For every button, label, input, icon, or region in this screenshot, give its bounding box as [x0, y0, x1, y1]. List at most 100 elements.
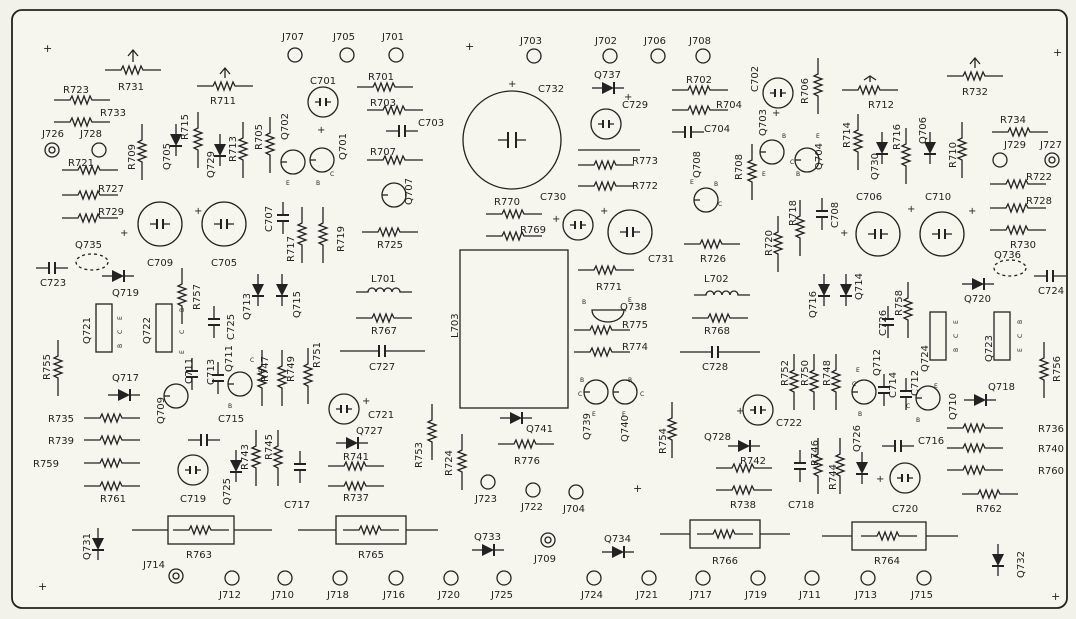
- ref-label-j714: J714: [142, 560, 165, 571]
- ref-label-q705: Q705: [162, 143, 173, 170]
- ref-label-c704: C704: [704, 124, 730, 135]
- ref-label-c727: C727: [369, 362, 395, 373]
- ref-label-b: B: [316, 180, 320, 187]
- ref-label-j706: J706: [643, 36, 666, 47]
- ref-label-r739: R739: [48, 436, 74, 447]
- ref-label-plus: +: [552, 214, 560, 225]
- bottom-jacks: J714 J712 J710 J718 J716 J720 J725 J724 …: [142, 560, 933, 601]
- ref-label-j703: J703: [519, 36, 542, 47]
- ref-label-q740: Q740: [620, 415, 631, 442]
- ref-label-e: E: [762, 171, 766, 178]
- ref-label-r707: R707: [370, 147, 396, 158]
- ref-label-q712: Q712: [872, 349, 883, 376]
- ref-label-b: B: [782, 133, 786, 140]
- ref-label-r741: R741: [343, 452, 369, 463]
- ref-label-r717: R717: [286, 236, 297, 262]
- ref-label-e: E: [856, 367, 860, 374]
- ref-label-e: E: [258, 367, 262, 374]
- ref-label-q716: Q716: [808, 291, 819, 318]
- ref-label-q731: Q731: [82, 533, 93, 560]
- ref-label-r759: R759: [33, 459, 59, 470]
- ref-label-plus: +: [38, 580, 47, 593]
- ref-label-plus: +: [120, 228, 128, 239]
- ref-label-r738: R738: [730, 500, 756, 511]
- ref-label-r769: R769: [520, 225, 546, 236]
- ref-label-r736: R736: [1038, 424, 1064, 435]
- ref-label-r735: R735: [48, 414, 74, 425]
- ref-label-e: E: [286, 180, 290, 187]
- ref-label-j704: J704: [562, 504, 585, 515]
- ref-label-plus: +: [600, 206, 608, 217]
- ref-label-r721: R721: [68, 158, 94, 169]
- ref-label-r719: R719: [336, 226, 347, 252]
- ref-label-c732: C732: [538, 84, 564, 95]
- ref-label-q711: Q711: [224, 345, 235, 372]
- ref-label-q718: Q718: [988, 382, 1015, 393]
- ref-label-j728: J728: [79, 129, 102, 140]
- ref-label-r774: R774: [622, 342, 648, 353]
- ref-label-r766: R766: [712, 556, 738, 567]
- ref-label-e: E: [690, 179, 694, 186]
- ref-label-r746: R746: [810, 440, 821, 466]
- ref-label-j702: J702: [594, 36, 617, 47]
- ref-label-j715: J715: [910, 590, 933, 601]
- ref-label-r727: R727: [98, 184, 124, 195]
- ref-label-plus: +: [624, 92, 632, 103]
- ref-label-r743: R743: [240, 444, 251, 470]
- ref-label-q736: Q736: [994, 250, 1021, 261]
- ref-label-c708: C708: [830, 202, 841, 228]
- ref-label-q727: Q727: [356, 426, 383, 437]
- ref-label-c730: C730: [540, 192, 566, 203]
- ref-label-r772: R772: [632, 181, 658, 192]
- ref-label-c: C: [953, 334, 960, 338]
- ref-label-c: C: [906, 403, 910, 410]
- ref-label-r706: R706: [800, 78, 811, 104]
- ref-label-e: E: [628, 297, 632, 304]
- ref-label-c722: C722: [776, 418, 802, 429]
- registration-marks: + + + + + +: [38, 40, 1062, 603]
- ref-label-e: E: [934, 383, 938, 390]
- ref-label-r734: R734: [1000, 115, 1026, 126]
- ref-label-plus: +: [840, 228, 848, 239]
- ref-label-r773: R773: [632, 156, 658, 167]
- ref-label-j727: J727: [1039, 140, 1062, 151]
- ref-label-e: E: [117, 316, 124, 320]
- ref-label-r725: R725: [377, 240, 403, 251]
- ref-label-j713: J713: [854, 590, 877, 601]
- ref-label-q739: Q739: [582, 413, 593, 440]
- ref-label-q734: Q734: [604, 534, 631, 545]
- ref-label-c716: C716: [918, 436, 944, 447]
- ref-label-r762: R762: [976, 504, 1002, 515]
- ref-label-j718: J718: [326, 590, 349, 601]
- ref-label-q709: Q709: [156, 397, 167, 424]
- ref-label-c728: C728: [702, 362, 728, 373]
- ref-label-c: C: [790, 159, 794, 166]
- ref-label-b: B: [858, 411, 862, 418]
- ref-label-r716: R716: [892, 124, 903, 150]
- ref-label-c718: C718: [788, 500, 814, 511]
- ref-label-c723: C723: [40, 278, 66, 289]
- ref-label-q721: Q721: [82, 317, 93, 344]
- ref-label-r713: R713: [228, 136, 239, 162]
- right-section: R702 R704 C704 C702 + R706 Q703 Q704 BC …: [671, 56, 1067, 578]
- ref-label-q715: Q715: [292, 291, 303, 318]
- ref-label-r751: R751: [312, 342, 323, 368]
- ref-label-r702: R702: [686, 75, 712, 86]
- ref-label-plus: +: [508, 79, 516, 90]
- ref-label-r758: R758: [894, 290, 905, 316]
- ref-label-r754: R754: [658, 428, 669, 454]
- ref-label-c720: C720: [892, 504, 918, 515]
- ref-label-e: E: [622, 411, 626, 418]
- ref-label-l703: L703: [450, 313, 461, 338]
- ref-label-r761: R761: [100, 494, 126, 505]
- ref-label-r756: R756: [1052, 356, 1063, 382]
- ref-label-q725: Q725: [222, 478, 233, 505]
- ref-label-c705: C705: [211, 258, 237, 269]
- ref-label-r775: R775: [622, 320, 648, 331]
- ref-label-b: B: [580, 377, 584, 384]
- ref-label-r753: R753: [414, 442, 425, 468]
- ref-label-r708: R708: [734, 154, 745, 180]
- ref-label-c711: C711: [184, 358, 195, 384]
- ref-label-q732: Q732: [1016, 551, 1027, 578]
- ref-label-plus: +: [968, 206, 976, 217]
